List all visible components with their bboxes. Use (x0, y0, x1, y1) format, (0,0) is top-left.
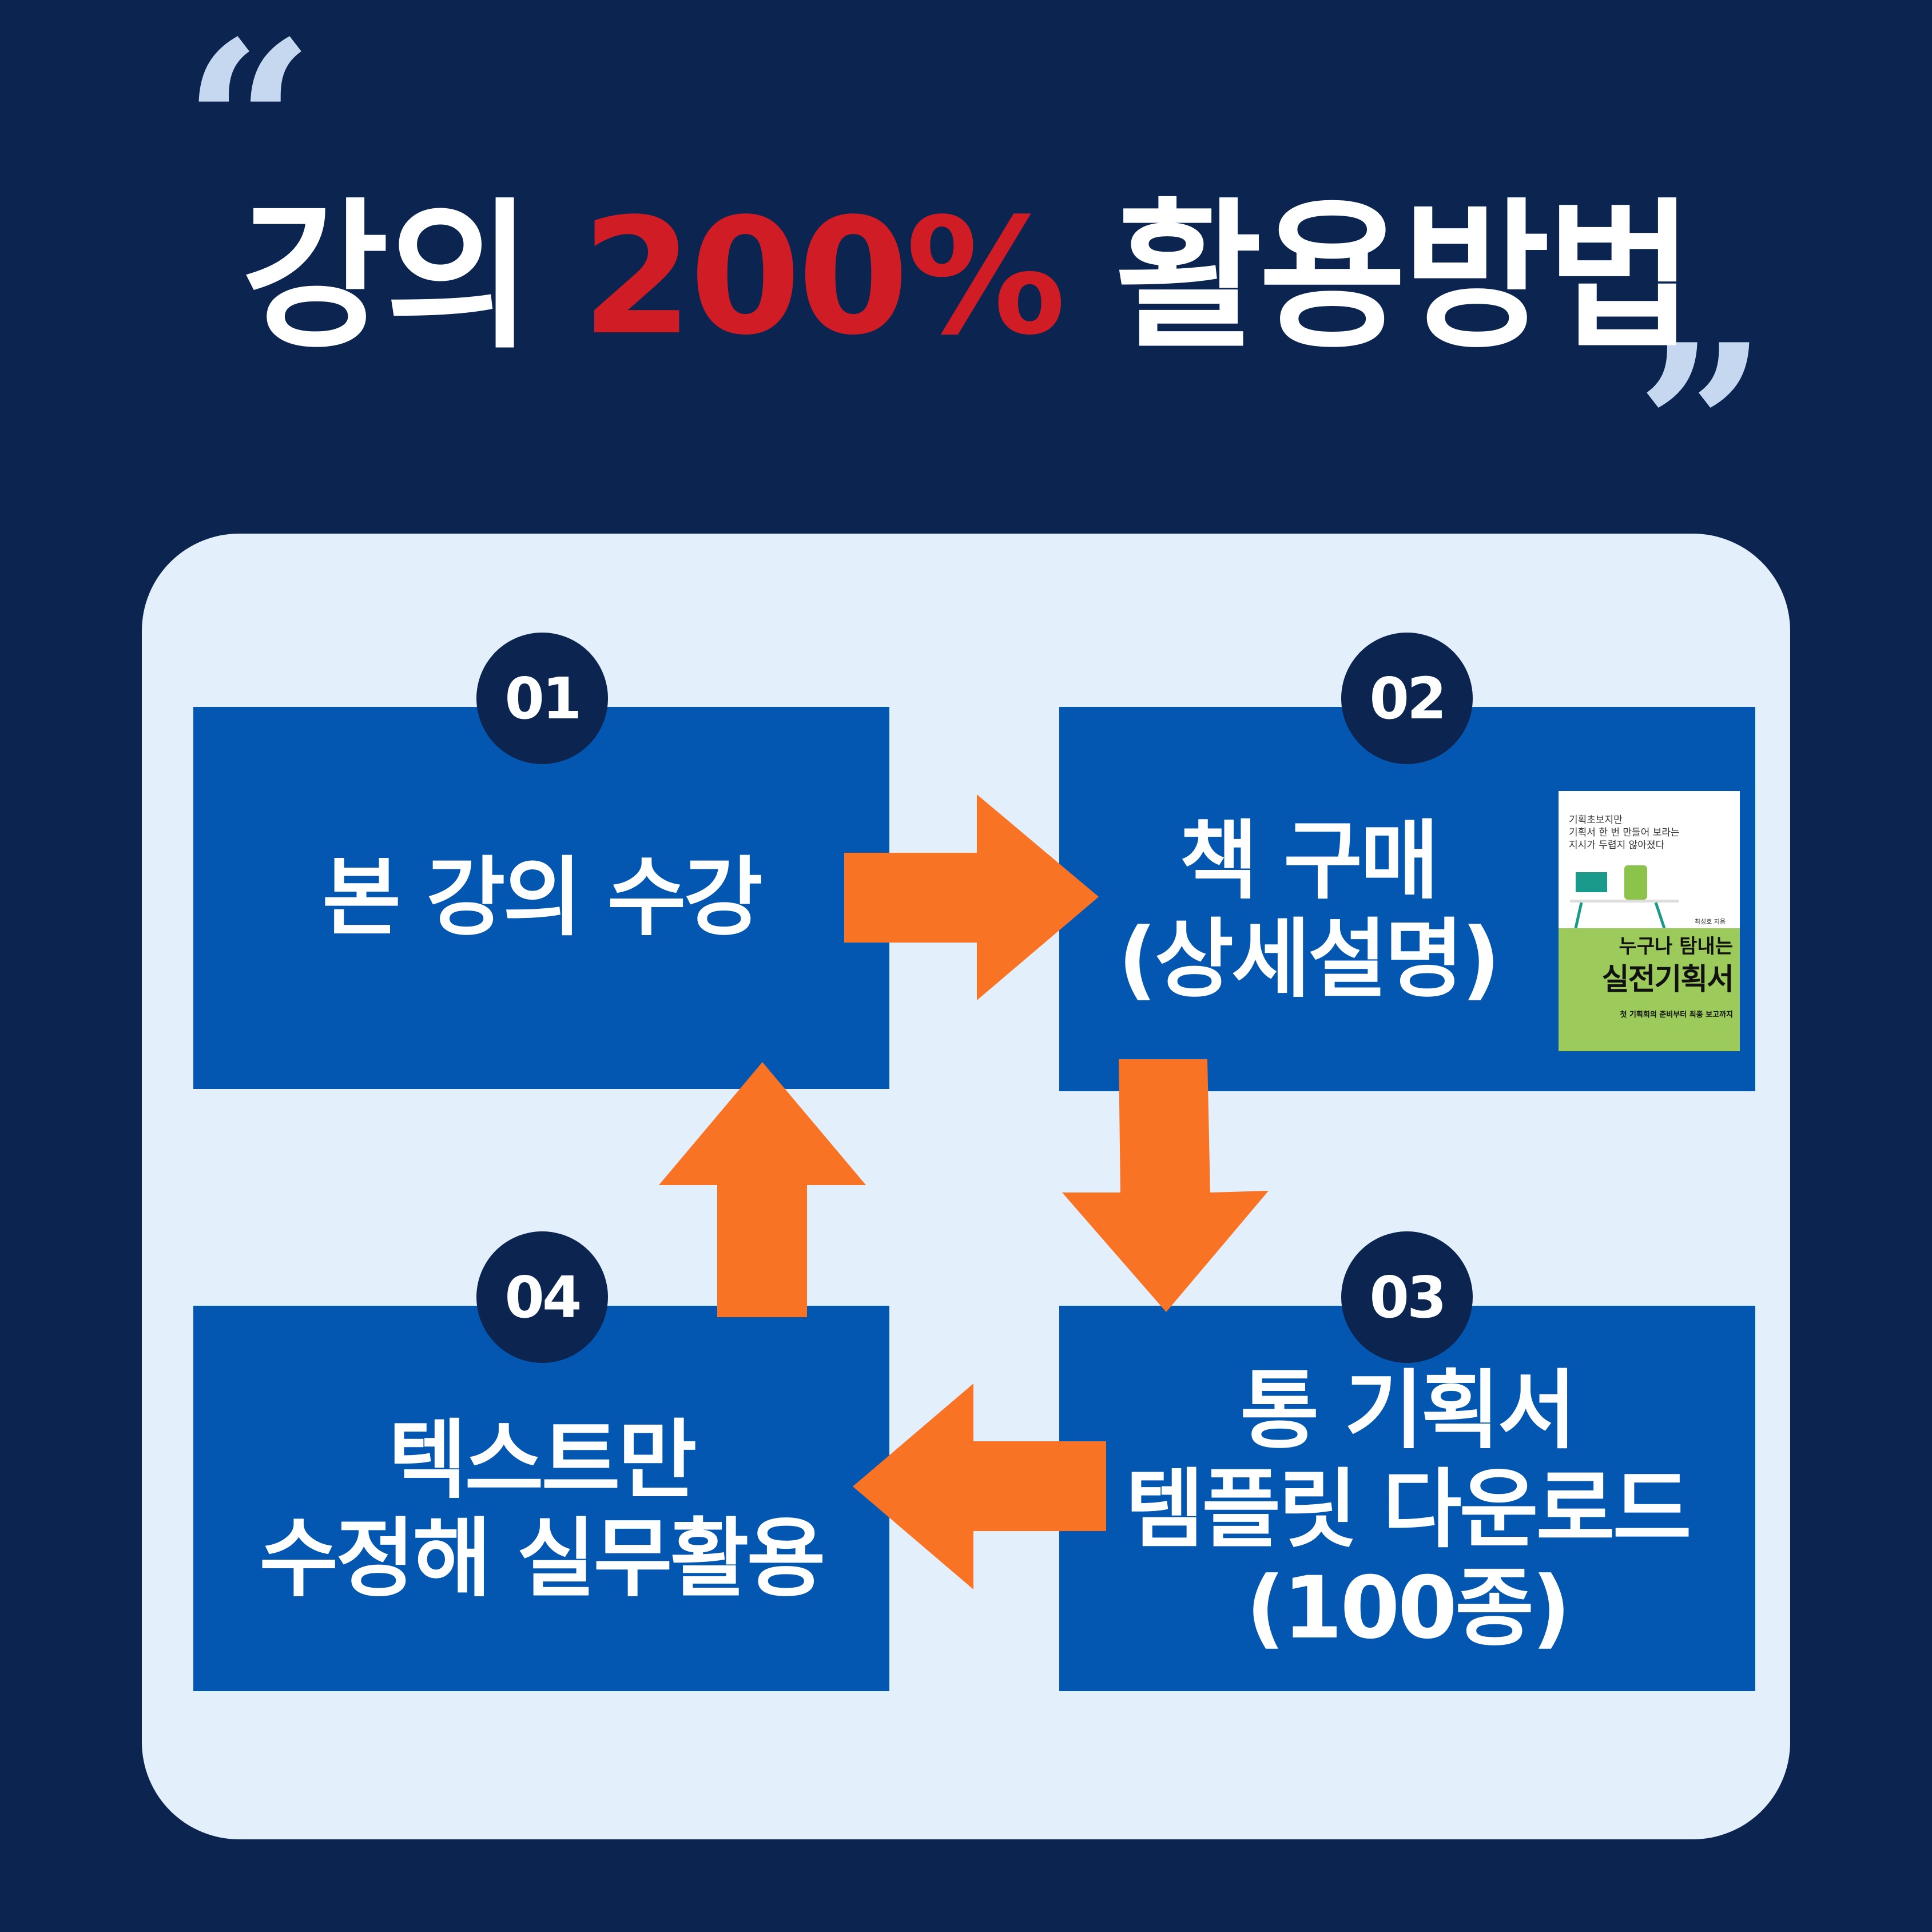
cover-author: 최성호 지음 (1694, 918, 1726, 925)
step-label: 통 기획서 템플릿 다운로드 (100종) (1125, 1361, 1691, 1659)
title-prefix: 강의 (241, 184, 582, 371)
arrow-left-icon (853, 1384, 1106, 1589)
title-accent: 200% (581, 184, 1066, 371)
step-label: 책 구매 (상세설명) (1118, 811, 1500, 1009)
title-suffix: 활용방법 (1062, 184, 1694, 371)
cover-title-line2: 실전기획서 (1601, 963, 1734, 997)
book-cover-image: 기획초보지만 기획서 한 번 만들어 보라는 지시가 두렵지 않아졌다 최성호 … (1559, 791, 1740, 1051)
cover-green-band (1559, 928, 1740, 1051)
step-box-04: 텍스트만 수정해 실무활용 (193, 1306, 889, 1691)
step-number-01: 01 (476, 633, 608, 764)
step-number-04: 04 (476, 1231, 608, 1363)
page-title: 강의 200% 활용방법 (0, 194, 1932, 360)
arrow-right-icon (844, 794, 1099, 1000)
cover-tagline: 기획초보지만 기획서 한 번 만들어 보라는 지시가 두렵지 않아졌다 (1569, 814, 1680, 852)
step-label: 본 강의 수강 (322, 848, 762, 948)
step-number-03: 03 (1341, 1231, 1473, 1363)
step-number-02: 02 (1341, 633, 1473, 764)
step-box-01: 본 강의 수강 (193, 707, 889, 1089)
cover-subtitle: 첫 기획회의 준비부터 최종 보고까지 (1620, 1011, 1733, 1019)
step-label: 텍스트만 수정해 실무활용 (259, 1410, 825, 1609)
arrow-down-icon (1062, 1059, 1269, 1312)
cover-title-line1: 누구나 탐내는 (1619, 935, 1733, 958)
desk-illustration-icon (1570, 865, 1679, 928)
step-box-03: 통 기획서 템플릿 다운로드 (100종) (1059, 1306, 1755, 1691)
arrow-up-icon (659, 1062, 866, 1317)
